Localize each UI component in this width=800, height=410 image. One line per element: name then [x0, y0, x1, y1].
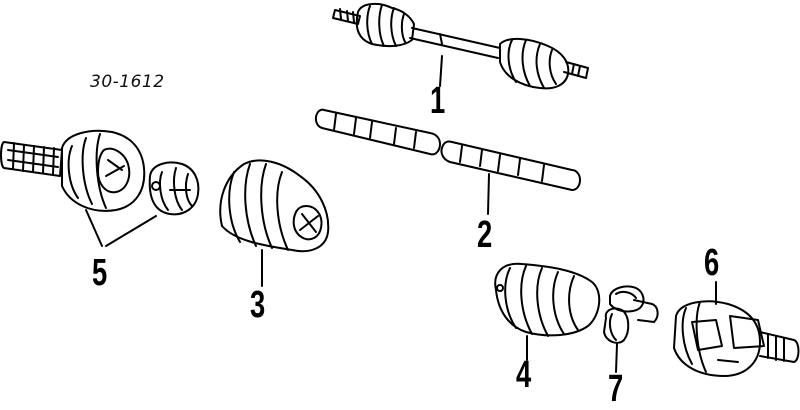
callout-3: 3 — [250, 284, 266, 326]
callout-6: 6 — [704, 242, 720, 284]
leader-2 — [487, 173, 490, 215]
callout-5: 5 — [92, 252, 108, 294]
part-5-outer-joint — [0, 129, 200, 216]
leader-1 — [439, 55, 443, 87]
part-7-tripod — [603, 285, 659, 344]
callout-1: 1 — [430, 80, 446, 122]
part-6-inner-housing — [673, 300, 800, 377]
callout-4: 4 — [516, 354, 532, 396]
reference-code: 30-1612 — [90, 72, 165, 92]
callout-2: 2 — [477, 214, 493, 256]
leader-7 — [615, 343, 618, 373]
part-2-shaft — [314, 108, 581, 191]
part-4-boot — [494, 262, 601, 337]
leader-5 — [85, 209, 157, 247]
part-1-drive-axle — [332, 2, 589, 90]
callout-7: 7 — [608, 368, 624, 410]
part-3-boot — [219, 159, 330, 253]
